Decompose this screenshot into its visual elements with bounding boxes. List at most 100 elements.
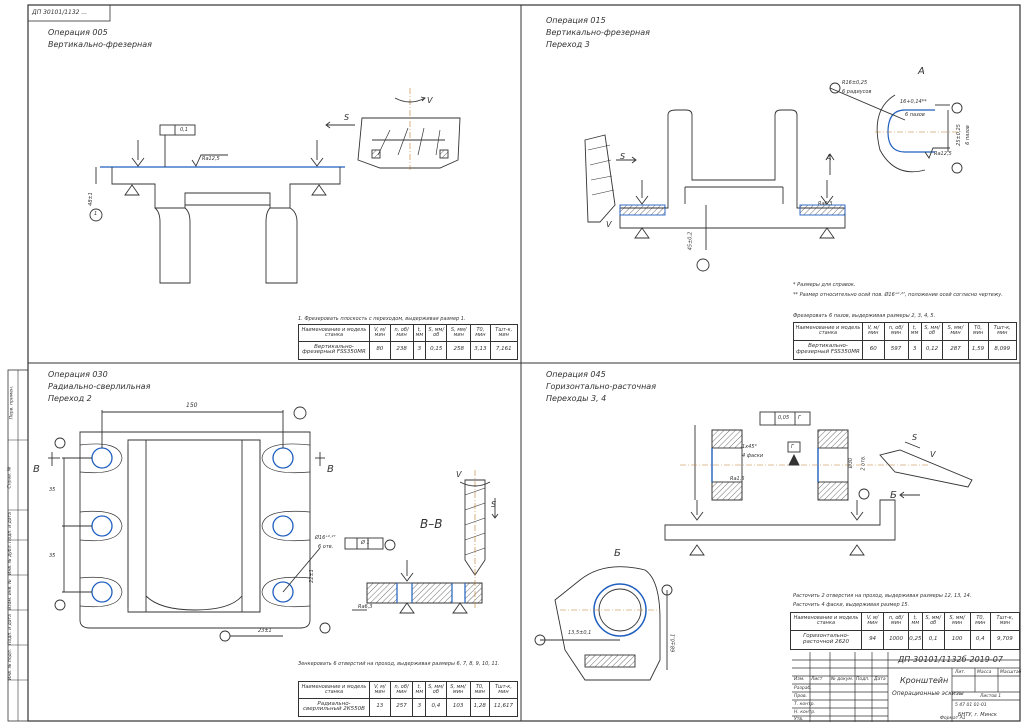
op045-c1: 94: [860, 629, 885, 651]
op015-c3: 3: [907, 339, 922, 361]
op030-dim-left-1: 35: [49, 487, 56, 493]
side-label-3: Инв. № дубл.: [7, 544, 13, 575]
op005-note: 1. Фрезеровать плоскость с переходом, вы…: [298, 316, 466, 322]
op005-c4: 0,15: [425, 340, 448, 361]
role-doc: № докум.: [831, 677, 854, 682]
title-scale: Масштаб: [1000, 670, 1022, 675]
op045-subtitle: Горизонтально-расточная: [546, 382, 657, 391]
side-label-2: Подп. и дата: [7, 512, 13, 543]
op030-c1: 13: [369, 697, 391, 718]
op030-hole: Ø16⁺⁰·²⁷: [315, 535, 336, 541]
op015-h5: S, мм/мин: [942, 322, 969, 341]
op045-view-mark: Б: [890, 490, 897, 501]
op045-sketch: [534, 411, 973, 681]
op005-c7: 7,161: [489, 340, 519, 361]
role-approve: Утв.: [794, 717, 804, 722]
op005-h5: S, мм/мин: [446, 324, 472, 342]
op030-table: Наименование и модель станка V, м/мин n,…: [298, 681, 519, 718]
op045-rot: V: [930, 450, 936, 459]
op045-c0: Горизонтально-расточной 2620: [790, 629, 862, 651]
op015-view: А: [918, 66, 925, 77]
op030-pos-tol: Ø 1: [361, 540, 370, 546]
op015-callout5: R16±0,25: [842, 80, 868, 86]
op005-h0: Наименование и модель станка: [298, 324, 370, 342]
op015-dim-vert: 45±0,2: [687, 231, 694, 251]
op030-dim-22: 22±1: [308, 569, 315, 583]
op015-dim25b: 6 пазов: [964, 125, 971, 145]
op015-roughness: Ra6,3: [818, 201, 833, 207]
op015-ra125: Ra12,5: [934, 151, 952, 157]
op005-c0: Вертикально-фрезерный FSS350MR: [298, 340, 370, 361]
role-sign: Подп.: [856, 677, 870, 682]
op005-rot: V: [427, 96, 433, 105]
top-stamp-box: [27, 4, 111, 22]
op015-c1: 60: [862, 339, 885, 361]
op045-h3: t, мм: [908, 612, 923, 631]
side-label-0: Перв. примен.: [9, 385, 15, 420]
role-list: Лист: [811, 677, 823, 682]
op015-feed: S: [620, 152, 626, 161]
op030-dim-top: 150: [186, 402, 198, 409]
side-label-5: Подп. и дата: [7, 614, 13, 645]
op005-title: Операция 005: [48, 28, 108, 37]
op005-h1: V, м/мин: [369, 324, 391, 342]
op045-c3: 0,25: [908, 629, 923, 651]
op005-c5: 258: [446, 340, 472, 361]
op045-h6: Т0, мин: [969, 612, 991, 631]
op015-rot: V: [606, 220, 612, 229]
op030-c0: Радиально-сверлильный 2К550В: [298, 697, 370, 718]
op030-title: Операция 030: [48, 370, 108, 379]
op030-ra: Ra6,3: [358, 604, 373, 610]
side-label-4: Взам. инв. №: [7, 579, 13, 610]
op030-c5: 103: [445, 697, 471, 718]
side-label-1: Справ. №: [7, 466, 13, 489]
op030-section-mark-right: В: [327, 464, 334, 475]
op045-ra: Ra1,6: [730, 476, 745, 482]
title-org1: БНТУ, г. Минск: [958, 712, 997, 718]
op005-dim-num: 1: [94, 211, 98, 217]
op005-table: Наименование и модель станка V, м/мин n,…: [298, 324, 519, 361]
op030-subtitle: Радиально-сверлильная: [48, 382, 151, 391]
title-sheets: Листов 1: [980, 694, 1002, 699]
op015-h7: Тшт-к, мин: [987, 322, 1018, 341]
op015-table: Наименование и модель станка V, м/мин n,…: [793, 322, 1018, 361]
role-dev: Разраб.: [794, 686, 812, 691]
op030-dim-23: 23±1: [258, 628, 272, 634]
op005-flatness: 0,1: [180, 127, 188, 133]
op045-h7: Тшт-к, мин: [989, 612, 1021, 631]
op030-h3: t, мм: [412, 681, 427, 699]
op015-note1: * Размеры для справок.: [793, 282, 856, 288]
op045-dim-d: Ø30: [848, 457, 855, 469]
op045-dim-right: 68±0,1: [670, 633, 677, 653]
op015-dim25: 25±0,25: [955, 124, 962, 146]
op045-note2: Расточить 4 фаски, выдерживая размер 15.: [793, 602, 910, 608]
op015-sketch: [584, 82, 963, 272]
op045-h1: V, м/мин: [860, 612, 885, 631]
op045-flat: 0,05: [778, 415, 790, 421]
op030-section-mark-left: В: [33, 464, 40, 475]
op015-c7: 8,099: [987, 339, 1018, 361]
op015-subtitle: Вертикально-фрезерная: [546, 28, 650, 37]
title-mass: Масса: [977, 670, 992, 675]
op045-h4: S, мм/об: [921, 612, 945, 631]
op045-chamfer: 1х45°: [742, 444, 758, 450]
op030-c3: 3: [412, 697, 427, 718]
op030-step: Переход 2: [48, 394, 92, 403]
op015-c0: Вертикально-фрезерный FSS350MR: [793, 339, 863, 361]
op045-c4: 0,1: [921, 629, 945, 651]
op030-h7: Тшт-к, мин: [488, 681, 519, 699]
op030-hole-b: 6 отв.: [318, 544, 334, 550]
op005-c3: 3: [412, 340, 427, 361]
op045-step: Переходы 3, 4: [546, 394, 607, 403]
op005-sketch: [89, 88, 461, 284]
top-stamp: ДП 30101/1132 ...: [32, 9, 88, 16]
op005-dim: 48±1: [87, 192, 94, 206]
op015-h3: t, мм: [907, 322, 922, 341]
op030-h0: Наименование и модель станка: [298, 681, 370, 699]
op045-dim-bottom: 13,5±0,1: [568, 630, 592, 636]
op015-h2: n, об/мин: [883, 322, 909, 341]
op045-h2: n, об/мин: [883, 612, 909, 631]
op015-c5: 287: [942, 339, 969, 361]
